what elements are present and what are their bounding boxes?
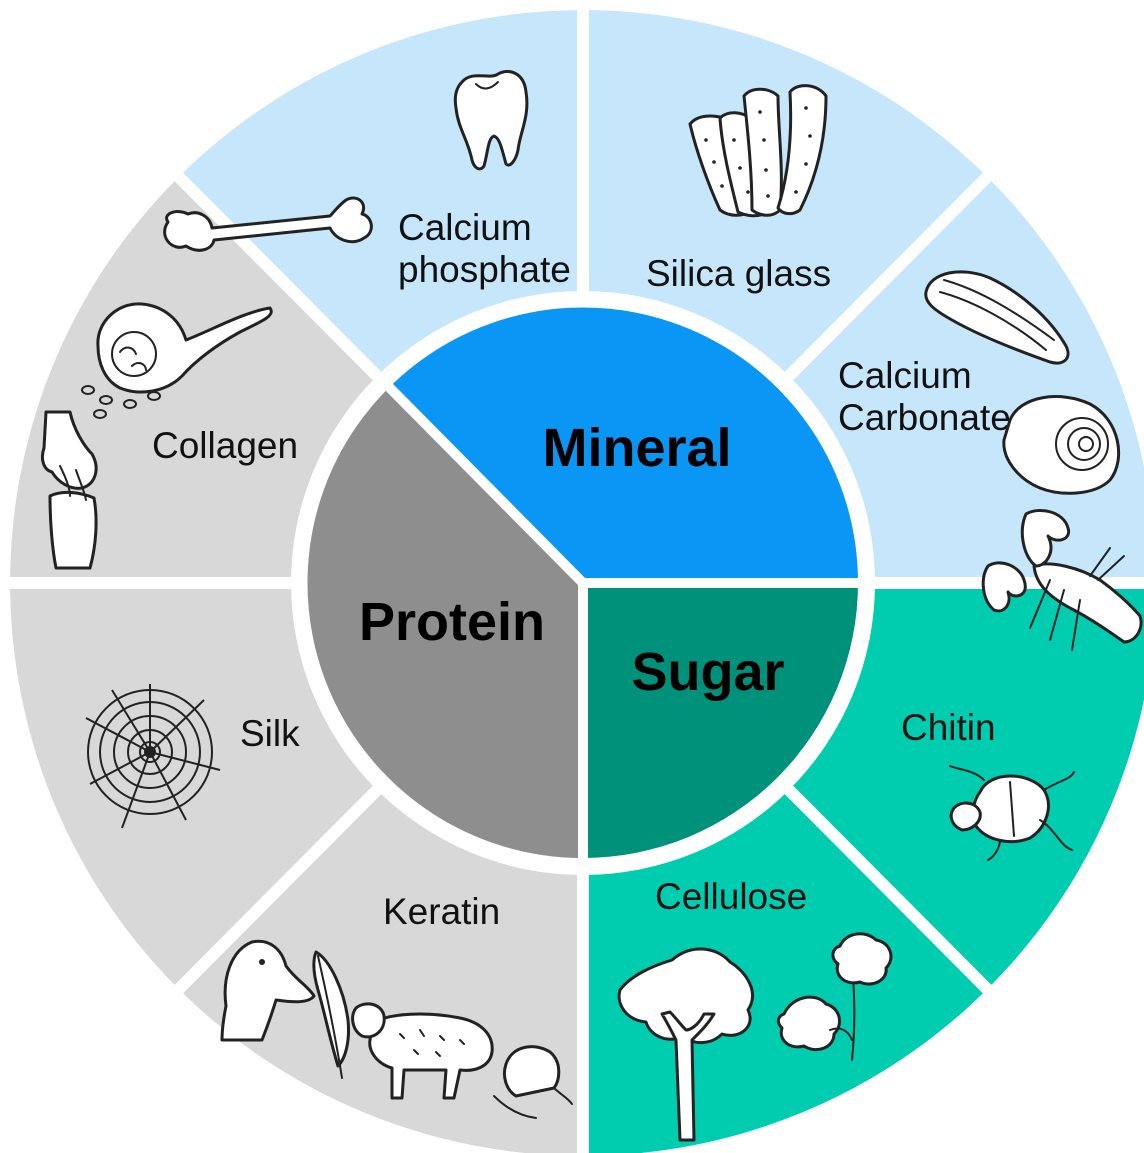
protein-label: Protein [359, 592, 545, 652]
calcium-carbonate-label-line1: Calcium [838, 355, 972, 396]
silk-label: Silk [240, 713, 300, 754]
chitin-label: Chitin [901, 707, 996, 748]
sugar-label: Sugar [631, 642, 784, 702]
collagen-label: Collagen [152, 425, 298, 466]
keratin-label: Keratin [383, 891, 500, 932]
mineral-label: Mineral [542, 418, 731, 478]
cellulose-label: Cellulose [655, 876, 807, 917]
calcium-phosphate-label-line1: Calcium [398, 207, 532, 248]
calcium-phosphate-label-line2: phosphate [398, 249, 571, 290]
calcium-carbonate-label-line2: Carbonate [838, 397, 1011, 438]
silica-glass-label: Silica glass [646, 253, 831, 294]
